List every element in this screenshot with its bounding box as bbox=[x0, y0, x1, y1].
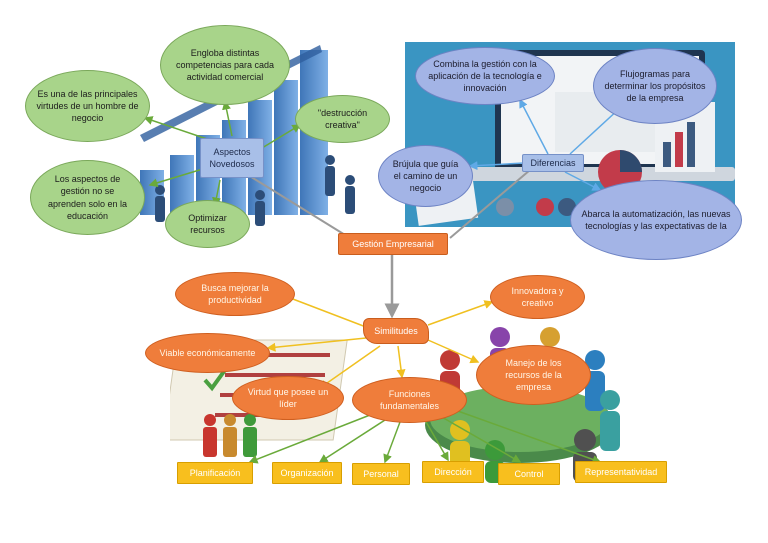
central-gestion-empresarial: Gestión Empresarial bbox=[338, 233, 448, 255]
bubble-funciones: Funciones fundamentales bbox=[352, 377, 467, 423]
bubble-aspectos-gestion: Los aspectos de gestión no se aprenden s… bbox=[30, 160, 145, 235]
function-planificacion: Planificación bbox=[177, 462, 253, 484]
bubble-brujula: Brújula que guía el camino de un negocio bbox=[378, 145, 473, 207]
bubble-combina-gestion: Combina la gestión con la aplicación de … bbox=[415, 47, 555, 105]
hub-aspectos-novedosos: Aspectos Novedosos bbox=[200, 138, 264, 178]
bubble-competencias: Engloba distintas competencias para cada… bbox=[160, 25, 290, 105]
function-personal: Personal bbox=[352, 463, 410, 485]
function-control: Control bbox=[498, 463, 560, 485]
function-direccion: Dirección bbox=[422, 461, 484, 483]
bubble-optimizar-recursos: Optimizar recursos bbox=[165, 200, 250, 248]
bubble-innovadora: Innovadora y creativo bbox=[490, 275, 585, 319]
hub-diferencias: Diferencias bbox=[522, 154, 584, 172]
hub-similitudes: Similitudes bbox=[363, 318, 429, 344]
bubble-automatizacion: Abarca la automatización, las nuevas tec… bbox=[570, 180, 742, 260]
bubble-virtudes: Es una de las principales virtudes de un… bbox=[25, 70, 150, 142]
bubble-virtud-lider: Virtud que posee un líder bbox=[232, 376, 344, 420]
bubble-destruccion-creativa: "destrucción creativa" bbox=[295, 95, 390, 143]
bubble-viable: Viable económicamente bbox=[145, 333, 270, 373]
bubble-manejo-recursos: Manejo de los recursos de la empresa bbox=[476, 345, 591, 405]
bubble-flujogramas: Flujogramas para determinar los propósit… bbox=[593, 48, 717, 124]
bubble-productividad: Busca mejorar la productividad bbox=[175, 272, 295, 316]
function-representatividad: Representatividad bbox=[575, 461, 667, 483]
function-organizacion: Organización bbox=[272, 462, 342, 484]
